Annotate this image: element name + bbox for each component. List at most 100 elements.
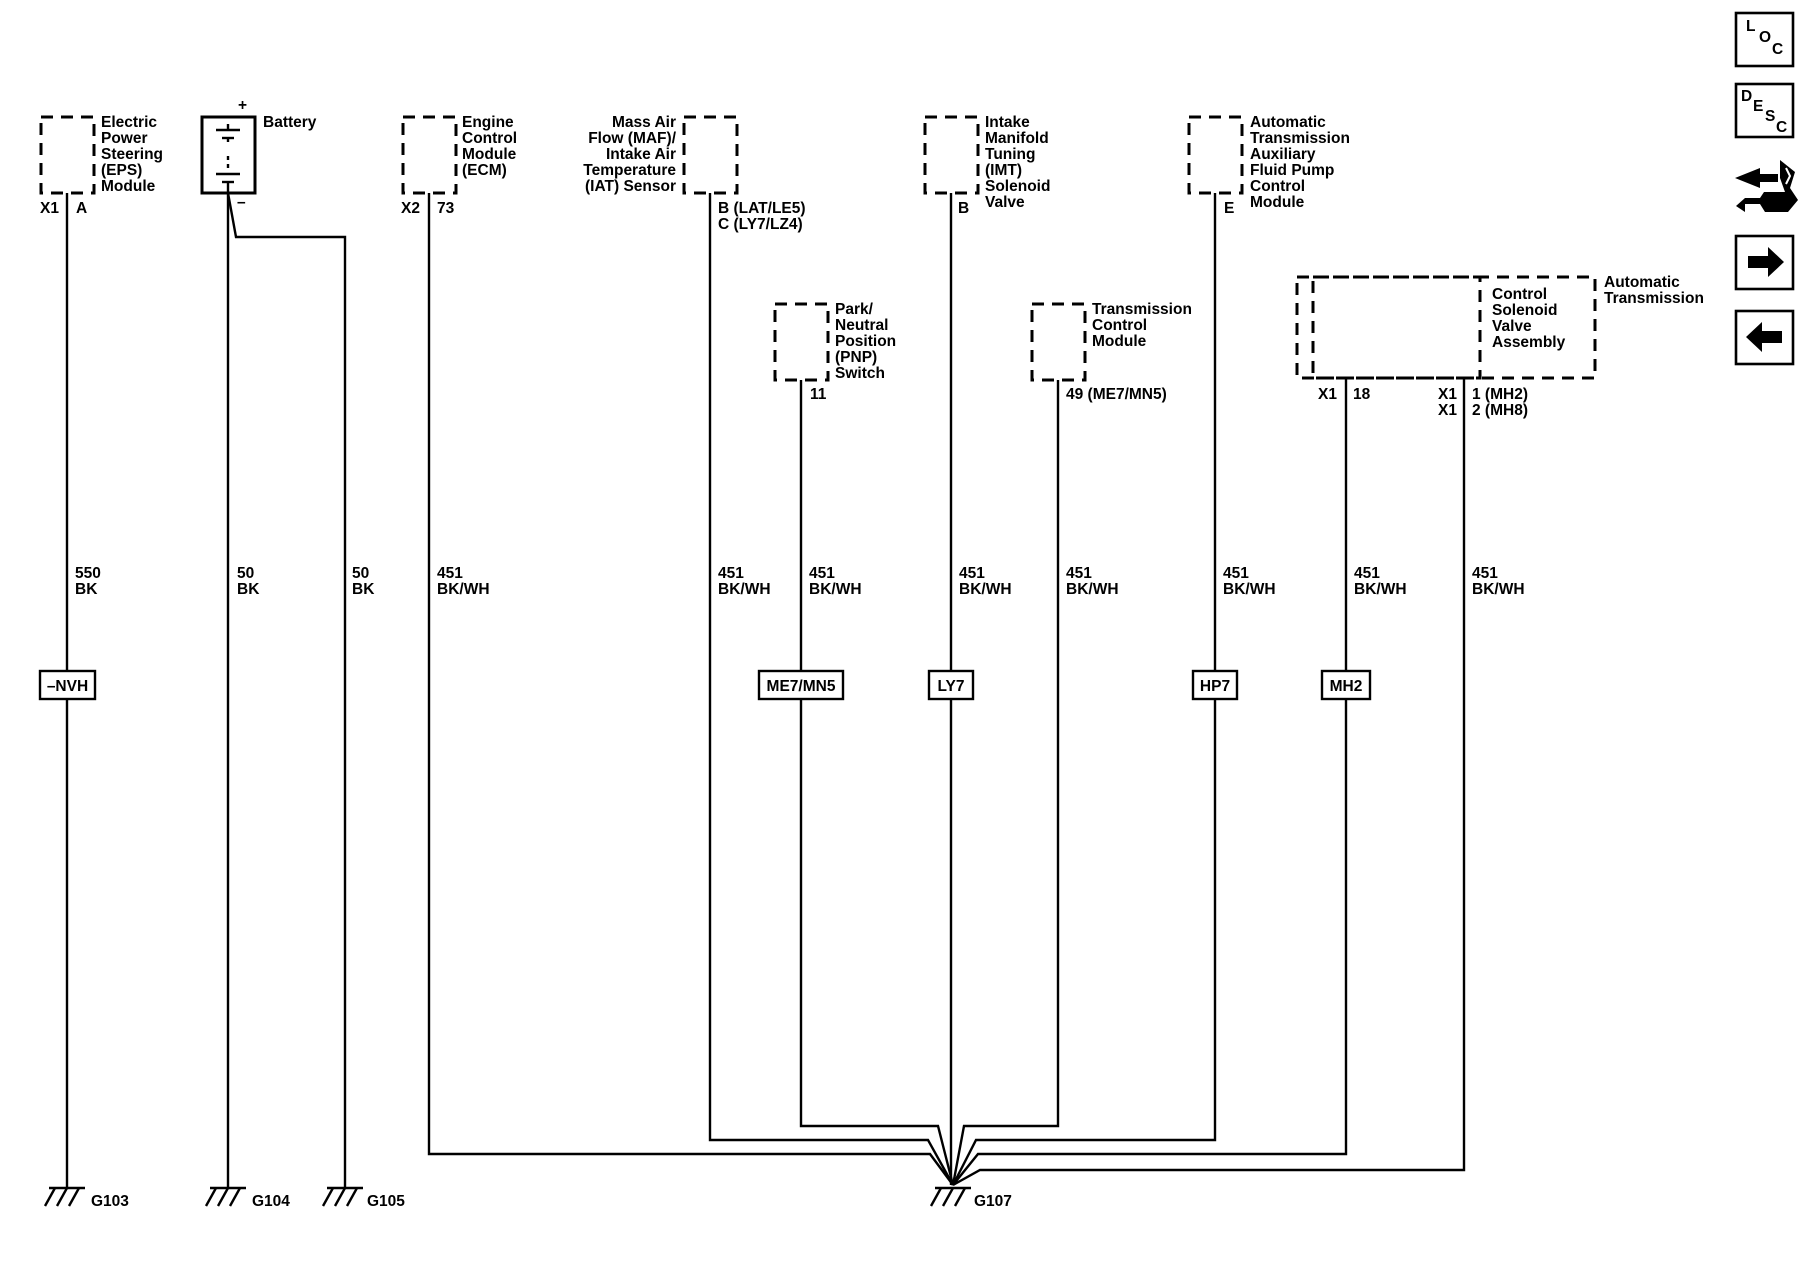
svg-text:Valve: Valve <box>1492 318 1532 335</box>
option-tag-nvh <box>38 669 97 701</box>
svg-text:Control: Control <box>1492 286 1547 303</box>
wire-label-color: BK/WH <box>1472 581 1525 598</box>
desc-button[interactable]: D E S C <box>1734 82 1795 139</box>
atafp-label-5: Control <box>1250 178 1305 195</box>
svg-text:Automatic: Automatic <box>1250 114 1326 131</box>
eps-label-3: Steering <box>101 146 163 163</box>
svg-text:Intake Air: Intake Air <box>606 146 676 163</box>
maf-iat-sensor: Mass Air Flow (MAF)/ Intake Air Temperat… <box>583 114 805 233</box>
imt-solenoid-valve: Intake Manifold Tuning (IMT) Solenoid Va… <box>923 114 1050 217</box>
option-tag-nvh-label: –NVH <box>47 678 88 695</box>
tcm-label-1: Transmission <box>1092 301 1192 318</box>
loc-button[interactable]: L O C <box>1734 11 1795 68</box>
loc-letter-c: C <box>1772 41 1783 58</box>
imt-label-6: Valve <box>985 194 1025 211</box>
svg-text:Fluid Pump: Fluid Pump <box>1250 162 1334 179</box>
maf-label-5: (IAT) Sensor <box>585 178 676 195</box>
previous-button[interactable] <box>1734 309 1795 366</box>
option-tag-hp7 <box>1191 669 1239 701</box>
pnp-pin: 11 <box>810 386 827 403</box>
svg-text:Auxiliary: Auxiliary <box>1250 146 1316 163</box>
arrow-left-icon <box>1746 322 1782 352</box>
wire-label-color: BK/WH <box>437 581 490 598</box>
desc-letter-e: E <box>1753 98 1763 115</box>
loc-letter-l: L <box>1746 18 1755 35</box>
imt-pin: B <box>958 200 969 217</box>
svg-text:Electric: Electric <box>101 114 157 131</box>
battery-minus: – <box>237 194 246 211</box>
atafp-label-1: Automatic <box>1250 114 1326 131</box>
pnp-label-5: Switch <box>835 365 885 382</box>
atafp-label-4: Fluid Pump <box>1250 162 1334 179</box>
pnp-label-3: Position <box>835 333 896 350</box>
automatic-transmission: Control Solenoid Valve Assembly Automati… <box>1295 274 1704 419</box>
option-tag-mh2-label: MH2 <box>1330 678 1363 695</box>
svg-text:Transmission: Transmission <box>1604 290 1704 307</box>
imt-label-2: Manifold <box>985 130 1049 147</box>
wire-label-color: BK/WH <box>959 581 1012 598</box>
wire-label-color: BK <box>237 581 260 598</box>
option-tag-mh2 <box>1320 669 1372 701</box>
wires <box>65 192 1466 1188</box>
atafp-label-2: Transmission <box>1250 130 1350 147</box>
pnp-label-4: (PNP) <box>835 349 877 366</box>
svg-text:Control: Control <box>1092 317 1147 334</box>
wire-label-circuit: 451 <box>1223 565 1249 582</box>
option-tag-ly7 <box>927 669 975 701</box>
svg-text:(EPS): (EPS) <box>101 162 142 179</box>
autotrans-label-2: Transmission <box>1604 290 1704 307</box>
wire-label-color: BK/WH <box>718 581 771 598</box>
wire-label-circuit: 451 <box>959 565 985 582</box>
csva-label-3: Valve <box>1492 318 1532 335</box>
svg-text:Automatic: Automatic <box>1604 274 1680 291</box>
next-button[interactable] <box>1734 234 1795 291</box>
svg-text:Intake: Intake <box>985 114 1030 131</box>
imt-label-5: Solenoid <box>985 178 1050 195</box>
at-connector-b1: X1 <box>1438 386 1457 403</box>
ground-g104: G104 <box>204 1186 290 1210</box>
svg-text:Temperature: Temperature <box>583 162 676 179</box>
autotrans-label-1: Automatic <box>1604 274 1680 291</box>
svg-text:Transmission: Transmission <box>1250 130 1350 147</box>
atafp-label-6: Module <box>1250 194 1305 211</box>
pnp-label-2: Neutral <box>835 317 888 334</box>
wire-label-circuit: 451 <box>1472 565 1498 582</box>
at-pin-b2: 2 (MH8) <box>1472 402 1528 419</box>
csva-label-4: Assembly <box>1492 334 1566 351</box>
tcm-pin: 49 (ME7/MN5) <box>1066 386 1167 403</box>
desc-letter-d: D <box>1741 88 1752 105</box>
eps-label-1: Electric <box>101 114 157 131</box>
ground-g107-label: G107 <box>974 1193 1012 1210</box>
svg-text:(IAT) Sensor: (IAT) Sensor <box>585 178 676 195</box>
eps-label-5: Module <box>101 178 156 195</box>
wire-label-circuit: 451 <box>1354 565 1380 582</box>
wire-label-color: BK/WH <box>809 581 862 598</box>
wire-label-circuit: 550 <box>75 565 101 582</box>
ground-g107: G107 <box>929 1186 1012 1210</box>
wire-label-color: BK/WH <box>1354 581 1407 598</box>
wire-label-color: BK/WH <box>1223 581 1276 598</box>
tcm-label-2: Control <box>1092 317 1147 334</box>
wire-label-circuit: 451 <box>809 565 835 582</box>
arrow-right-icon <box>1748 247 1784 277</box>
ecm-module: Engine Control Module (ECM) X2 73 <box>401 114 517 217</box>
desc-letter-s: S <box>1765 108 1775 125</box>
at-connector-a: X1 <box>1318 386 1337 403</box>
wire-label-circuit: 50 <box>237 565 254 582</box>
connector-diagnostic-icon[interactable] <box>1735 160 1798 212</box>
eps-label-4: (EPS) <box>101 162 142 179</box>
svg-text:Valve: Valve <box>985 194 1025 211</box>
imt-label-3: Tuning <box>985 146 1036 163</box>
battery-label: Battery <box>263 114 317 131</box>
svg-text:Park/: Park/ <box>835 301 874 318</box>
wire-label-color: BK <box>75 581 98 598</box>
svg-text:Switch: Switch <box>835 365 885 382</box>
svg-text:Solenoid: Solenoid <box>985 178 1050 195</box>
svg-text:Power: Power <box>101 130 148 147</box>
svg-text:Solenoid: Solenoid <box>1492 302 1557 319</box>
wire-label-circuit: 451 <box>1066 565 1092 582</box>
ground-g103: G103 <box>43 1186 129 1210</box>
eps-connector: X1 <box>40 200 59 217</box>
maf-label-1: Mass Air <box>612 114 676 131</box>
